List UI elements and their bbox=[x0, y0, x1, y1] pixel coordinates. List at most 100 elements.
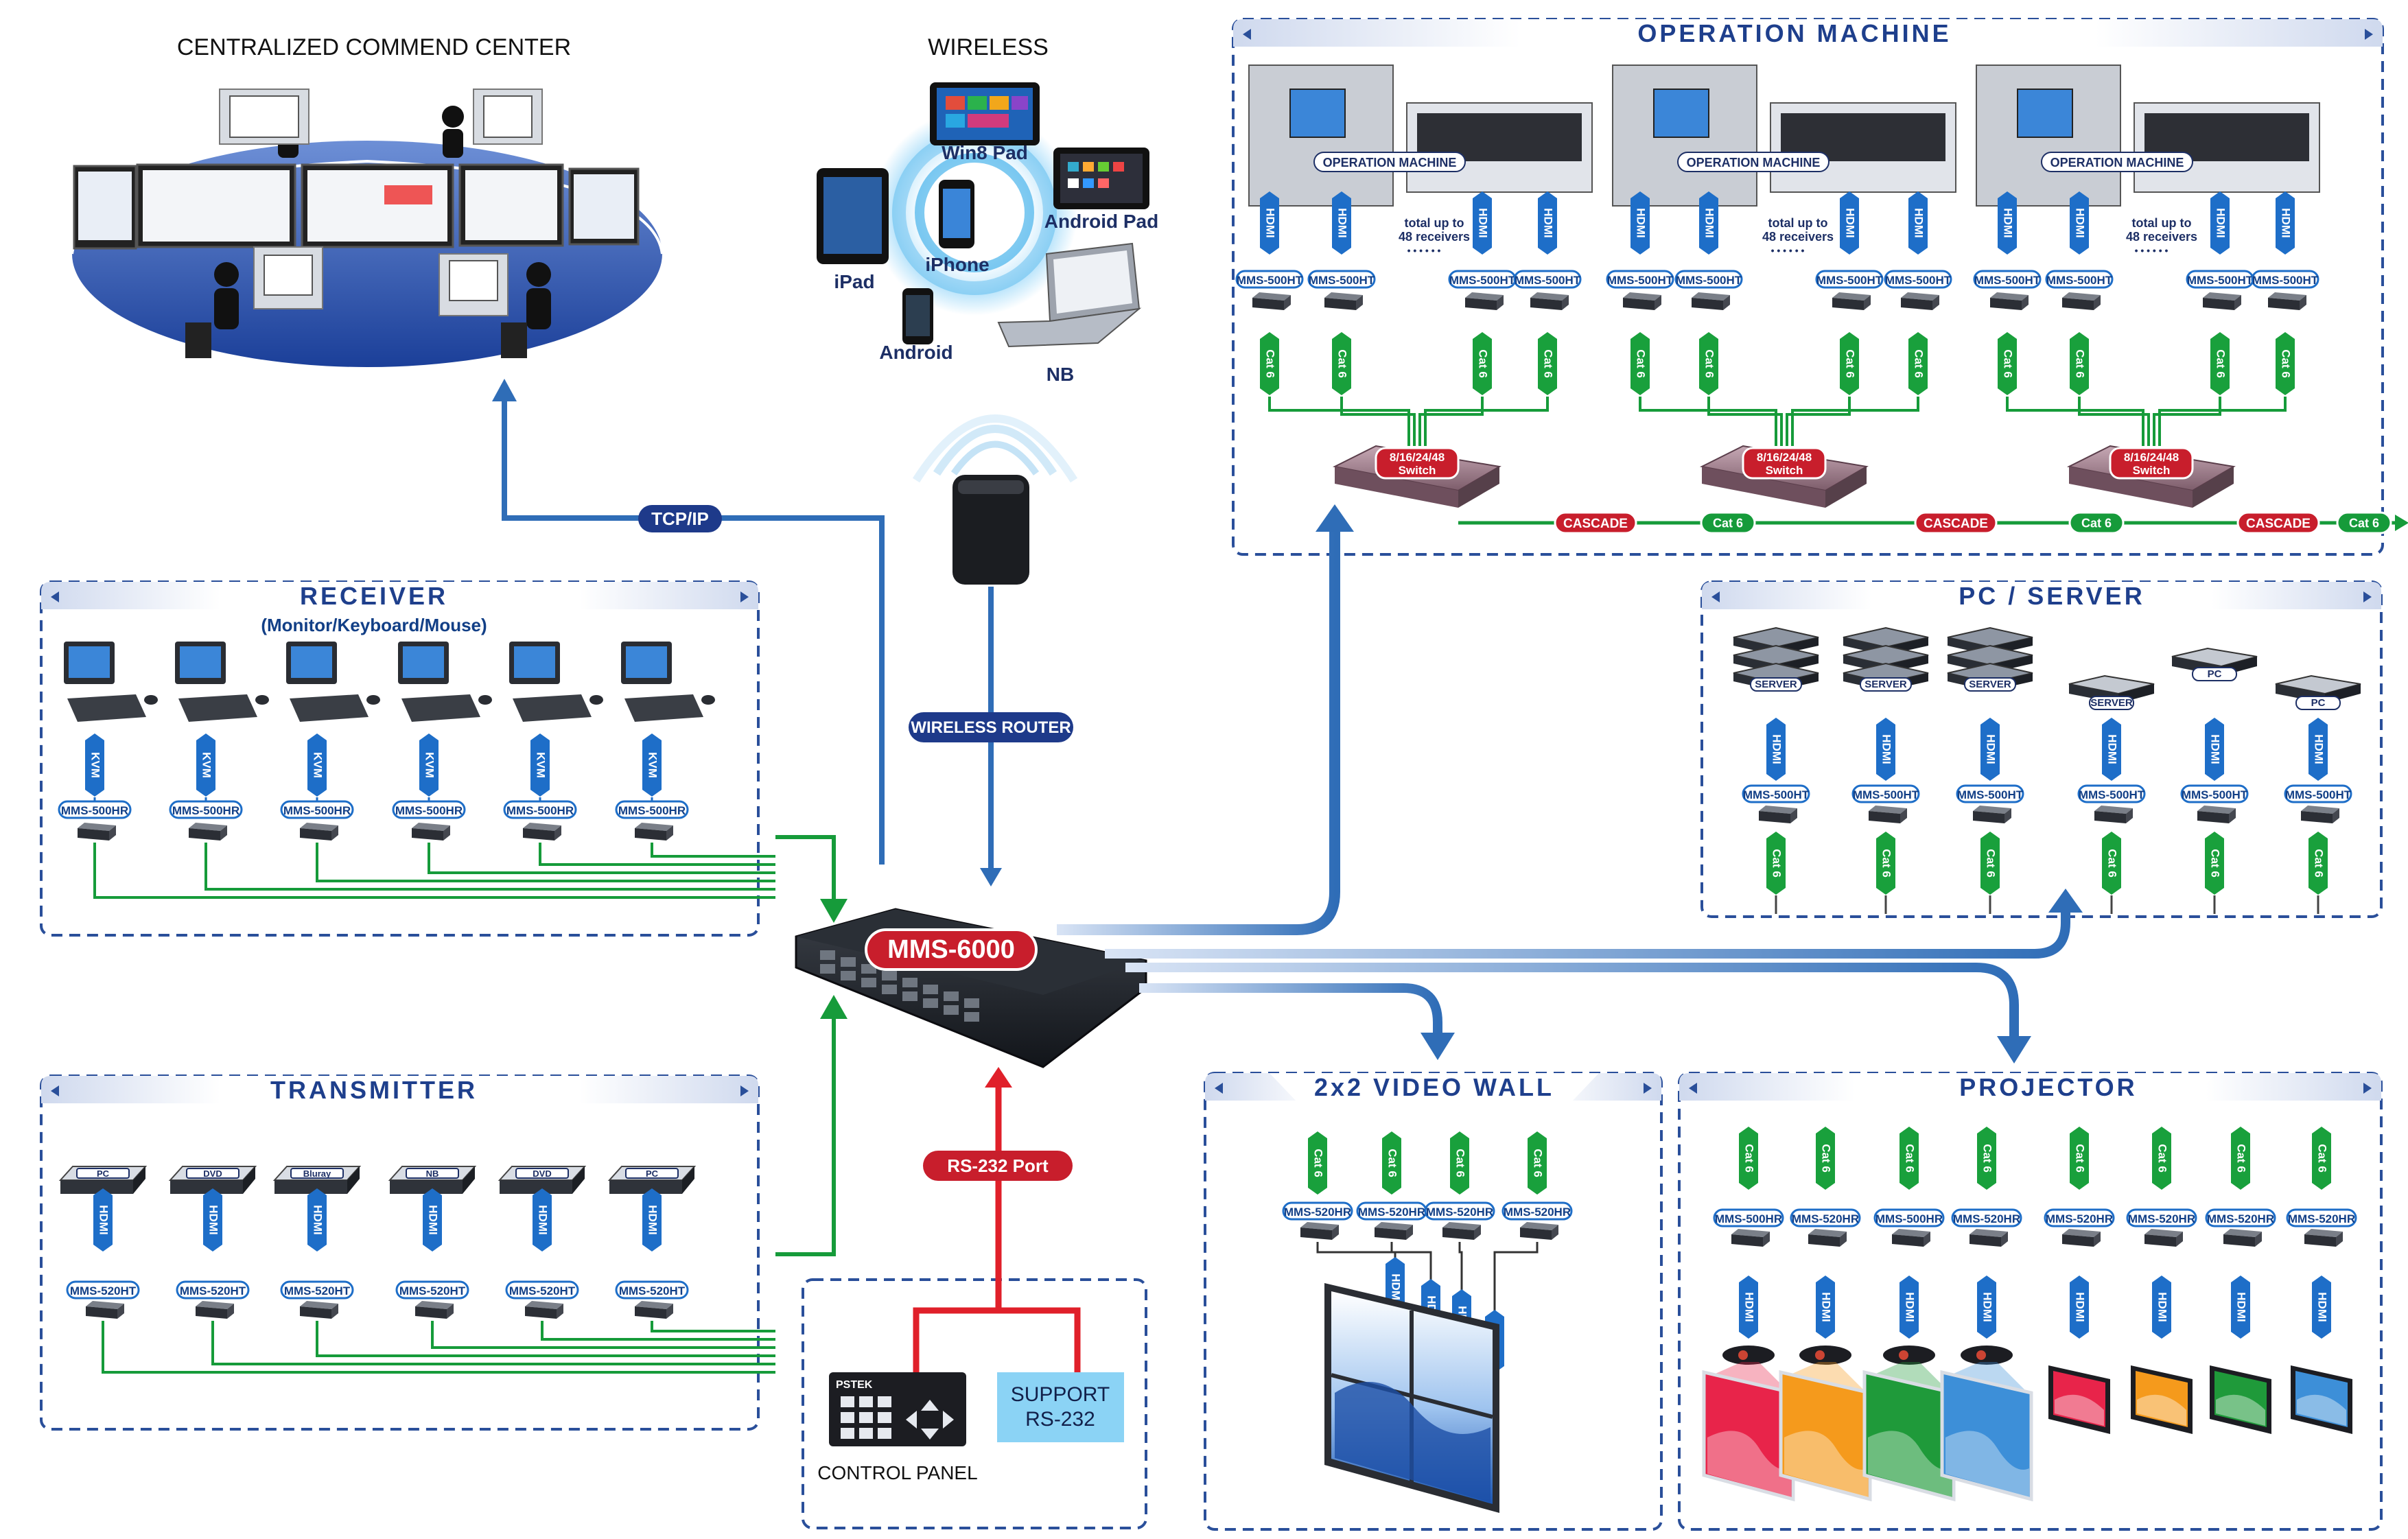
model-badge: MMS-520HR bbox=[2126, 1208, 2197, 1227]
model-badge: MMS-500HT bbox=[1235, 270, 1304, 289]
extender-box bbox=[525, 1301, 563, 1319]
trunk-pill-label: Cat 6 bbox=[2349, 516, 2379, 530]
kvm-port-chip: KVM bbox=[642, 733, 662, 797]
box-front bbox=[523, 828, 554, 841]
box-top bbox=[1530, 292, 1569, 301]
hdmi-port-chip: HDMI bbox=[1998, 191, 2017, 255]
pc-server-device: SERVER bbox=[1843, 626, 1929, 914]
model-badge: MMS-500HT bbox=[1815, 270, 1884, 289]
video-wall-split-h bbox=[1331, 1373, 1493, 1419]
hdmi-port-chip: HDMI bbox=[93, 1188, 113, 1252]
transmitter-cable bbox=[316, 1321, 775, 1357]
chip-shape bbox=[196, 733, 215, 797]
source-device-side bbox=[133, 1166, 145, 1194]
box-top bbox=[1869, 806, 1907, 814]
pc-server-device: PC bbox=[2171, 647, 2258, 914]
chip-shape bbox=[2276, 191, 2295, 255]
box-top bbox=[1969, 1229, 2008, 1237]
video-wall-display bbox=[1324, 1283, 1499, 1513]
chip-label: HDMI bbox=[2002, 208, 2015, 237]
chip-shape bbox=[2276, 332, 2295, 395]
box-side bbox=[2022, 295, 2029, 310]
model-badge-label: MMS-500HT bbox=[1515, 274, 1581, 287]
box-front bbox=[86, 1306, 117, 1319]
projector-lens bbox=[1738, 1350, 1748, 1360]
flat-display-wave bbox=[2055, 1394, 2104, 1426]
green-trunks bbox=[775, 835, 848, 1256]
extender-box bbox=[196, 1301, 234, 1319]
extender-box bbox=[2197, 806, 2236, 823]
model-badge-frame bbox=[395, 1280, 469, 1300]
projector-section: PROJECTOR bbox=[1678, 1072, 2383, 1531]
chip-label: HDMI bbox=[1477, 208, 1490, 237]
box-front bbox=[1901, 298, 1932, 310]
chip-label: Cat 6 bbox=[2106, 849, 2119, 878]
keyboard-icon bbox=[290, 694, 369, 722]
model-badge-label: MMS-500HT bbox=[1676, 274, 1742, 287]
transmitter-source: DVD bbox=[168, 1166, 257, 1194]
box-front bbox=[2197, 811, 2229, 823]
cat6-port-chip: Cat 6 bbox=[1977, 1127, 1996, 1190]
chip-label: Cat 6 bbox=[2209, 849, 2222, 878]
extender-box bbox=[2304, 1229, 2343, 1247]
cat6-port-chip: Cat 6 bbox=[2210, 332, 2230, 395]
chip-shape bbox=[1766, 718, 1786, 781]
model-badge: MMS-500HT bbox=[2045, 270, 2114, 289]
box-side bbox=[1723, 295, 1730, 310]
receiver-section-corner-r bbox=[740, 591, 749, 602]
keyboard-icon bbox=[401, 694, 480, 722]
model-badge: MMS-520HR bbox=[1356, 1201, 1427, 1221]
receiver-cable bbox=[428, 843, 775, 874]
cascade-arrow bbox=[2395, 515, 2408, 531]
box-front bbox=[1990, 298, 2022, 310]
chip-label: Cat 6 bbox=[2214, 349, 2228, 378]
wall-cable bbox=[1316, 1242, 1396, 1258]
chip-label: HDMI bbox=[1820, 1292, 1833, 1321]
receiver-section-tab bbox=[244, 582, 504, 611]
model-badge-frame bbox=[1713, 1208, 1784, 1227]
model-badge: MMS-500HR bbox=[58, 800, 132, 819]
chip-label: HDMI bbox=[2106, 734, 2119, 764]
pc-server-device: SERVER bbox=[1733, 626, 1819, 914]
device-label-nb: NB bbox=[1047, 364, 1074, 385]
model-badge-frame bbox=[169, 800, 243, 819]
chip-shape bbox=[423, 1188, 442, 1252]
model-badge-frame bbox=[1674, 270, 1743, 289]
chip-label: Cat 6 bbox=[1386, 1149, 1399, 1177]
projector-section-title: PROJECTOR bbox=[1959, 1073, 2137, 1101]
source-label: PC bbox=[97, 1168, 110, 1179]
keyboard-icon bbox=[67, 694, 146, 722]
model-badge-frame bbox=[280, 1280, 354, 1300]
box-side bbox=[1552, 1225, 1558, 1240]
machine-label: OPERATION MACHINE bbox=[1687, 156, 1821, 169]
switch-side bbox=[1825, 467, 1867, 508]
machine-cable bbox=[1268, 397, 1410, 446]
cat6-port-chip: Cat 6 bbox=[1899, 1127, 1919, 1190]
box-top bbox=[635, 823, 673, 831]
hdmi-port-chip: HDMI bbox=[1699, 191, 1718, 255]
model-badge: MMS-500HR bbox=[503, 800, 577, 819]
chip-label: Cat 6 bbox=[2002, 349, 2015, 378]
transmitter-section-title: TRANSMITTER bbox=[270, 1076, 478, 1104]
model-badge: MMS-520HT bbox=[395, 1280, 469, 1300]
chip-label: Cat 6 bbox=[1635, 349, 1648, 378]
cat6-port-chip: Cat 6 bbox=[1332, 332, 1351, 395]
box-top bbox=[1832, 292, 1871, 301]
pc-server-section-tab bbox=[1884, 582, 2220, 611]
source-device-front bbox=[500, 1180, 572, 1194]
machine-cable bbox=[2006, 397, 2144, 446]
chip-shape bbox=[1998, 332, 2017, 395]
hdmi-port-chip: HDMI bbox=[307, 1188, 327, 1252]
model-badge-label: MMS-500HT bbox=[1957, 788, 2024, 801]
projector-unit bbox=[1702, 1346, 1795, 1502]
chip-label: Cat 6 bbox=[1820, 1144, 1833, 1173]
source-label: PC bbox=[646, 1168, 659, 1179]
extender-box bbox=[1808, 1229, 1847, 1247]
chip-shape bbox=[1980, 718, 2000, 781]
keypad-brand: PSTEK bbox=[836, 1379, 873, 1391]
extender-box bbox=[1901, 292, 1939, 310]
model-badge-frame bbox=[66, 1280, 140, 1300]
chip-label: Cat 6 bbox=[1336, 349, 1349, 378]
model-badge-label: MMS-500HR bbox=[172, 804, 239, 817]
